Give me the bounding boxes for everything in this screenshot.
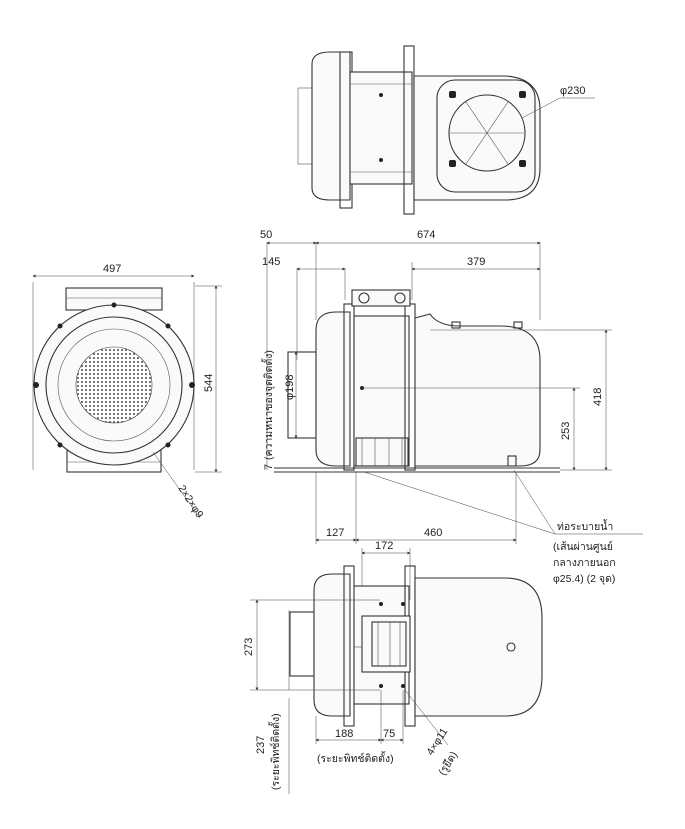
- dim-7: 7: [263, 464, 275, 470]
- bottom-view-base-plate: [361, 615, 411, 673]
- bottom-view-front-casing: [313, 573, 351, 717]
- top-view-body: [349, 71, 413, 185]
- note-mount-pitch: (ระยะพิทช์ติดตั้ง): [317, 751, 394, 765]
- dim-188: 188: [335, 728, 353, 740]
- dim-273: 273: [243, 638, 255, 656]
- dim-hole-2x2xphi9: 2×2×φ9: [175, 483, 205, 520]
- dim-674: 674: [417, 229, 435, 241]
- dim-418: 418: [592, 388, 604, 406]
- dim-253: 253: [560, 422, 572, 440]
- top-view-fan-grille: [448, 94, 526, 172]
- dim-497: 497: [103, 263, 121, 275]
- top-view: φ230: [297, 45, 595, 215]
- note-drain-3: กลางภายนอก: [553, 557, 616, 569]
- dim-4xphi11: 4×φ11: [424, 726, 450, 758]
- dim-127: 127: [326, 527, 344, 539]
- dim-145: 145: [262, 256, 280, 268]
- note-drain-2: (เส้นผ่านศูนย์: [553, 540, 613, 553]
- note-mount-thickness: (ความหนาของจุดติดตั้ง): [261, 350, 275, 460]
- bottom-view: 172 273 237 (ระยะพิทช์ติดตั้ง) 188 75: [243, 540, 543, 794]
- dim-544: 544: [203, 374, 215, 392]
- note-mount-hole: (รูยึด): [436, 750, 460, 778]
- side-view: 50 674 145 379 φ198 (ความหน: [260, 229, 643, 585]
- dim-172: 172: [375, 540, 393, 552]
- side-view-front-casing: [315, 311, 351, 467]
- side-view-base-mount: [355, 437, 409, 467]
- top-view-motor-cover: [436, 79, 536, 193]
- top-view-inlet: [297, 87, 313, 165]
- bottom-view-inlet: [289, 611, 315, 677]
- note-drain-4: φ25.4) (2 จุด): [553, 573, 615, 585]
- dim-50: 50: [260, 229, 272, 241]
- bottom-view-motor: [414, 577, 543, 717]
- front-view: 497 544 2×2×φ9: [32, 263, 222, 520]
- note-mount-range: (ระยะพิทช์ติดตั้ง): [268, 713, 282, 790]
- dim-75: 75: [383, 728, 395, 740]
- dim-phi230: φ230: [560, 85, 586, 97]
- dim-460: 460: [424, 527, 442, 539]
- top-view-front-casing: [311, 51, 351, 201]
- side-view-motor: [414, 313, 541, 467]
- note-drain-1: ท่อระบายน้ำ: [557, 519, 613, 533]
- dim-237: 237: [255, 736, 267, 754]
- side-view-body: [353, 315, 410, 467]
- dim-phi198: φ198: [284, 375, 296, 401]
- side-view-top-bracket: [351, 289, 411, 307]
- dim-379: 379: [467, 256, 485, 268]
- top-view-motor: [413, 75, 541, 201]
- front-view-inlet-grille: [75, 346, 153, 424]
